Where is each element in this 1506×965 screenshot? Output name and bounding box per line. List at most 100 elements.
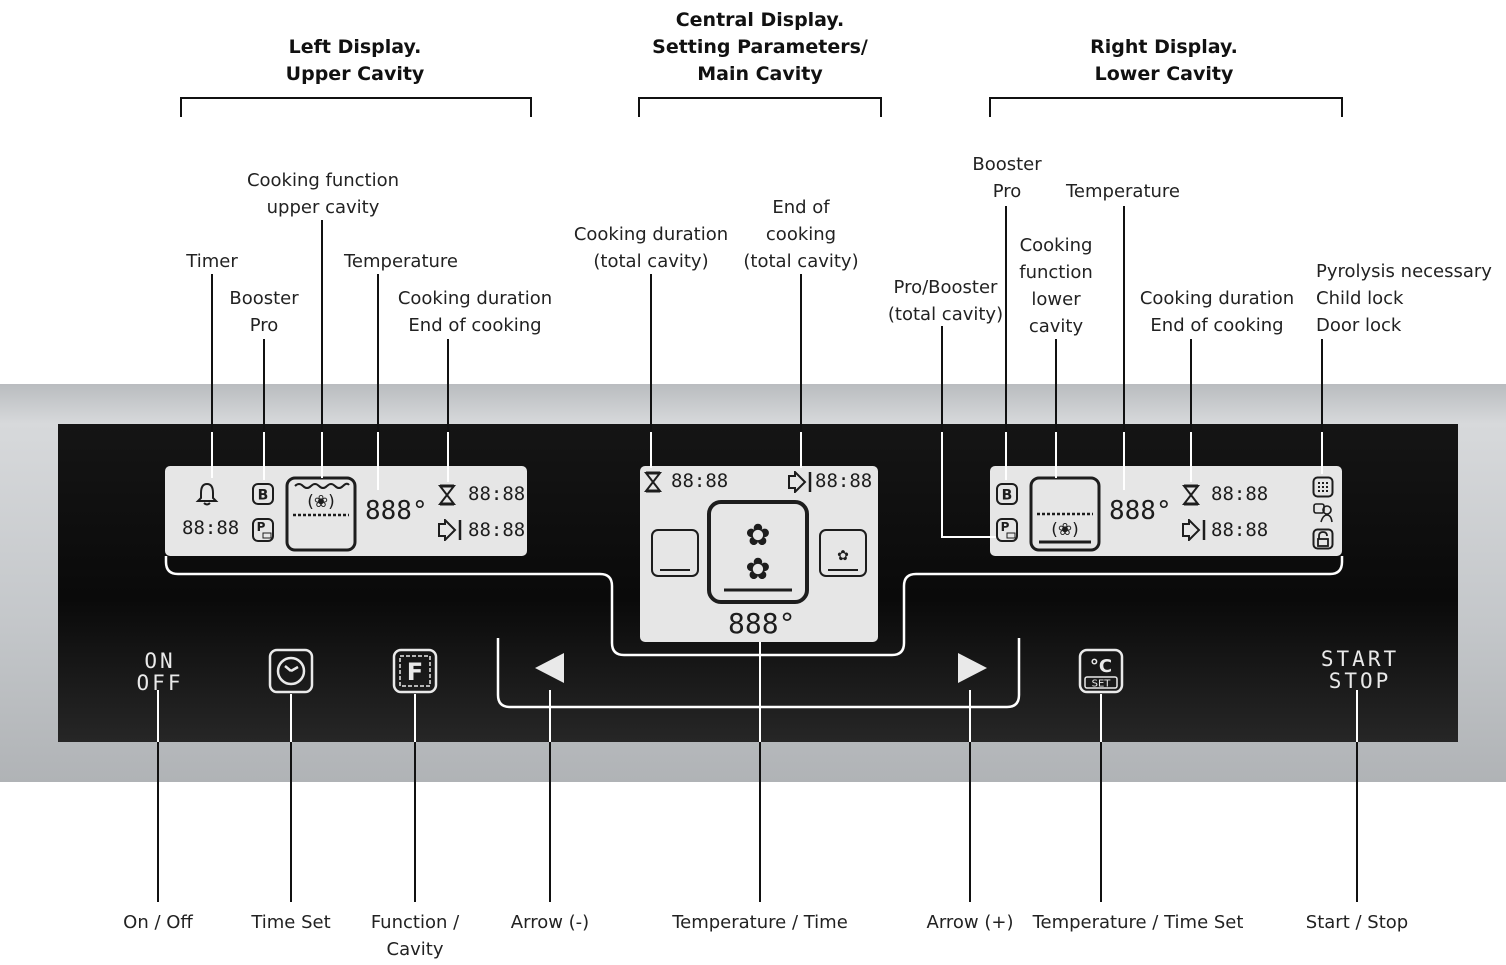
bottom-leaders [157,742,1358,902]
right-temperature-readout: 888° [1109,496,1172,526]
booster-letter-left: B [258,488,269,504]
central-display [640,466,878,642]
label-pro-right: Pro [992,181,1022,202]
svg-text:(❀): (❀) [1051,520,1079,540]
upper-cavity-mini-icon [650,528,700,582]
top-leaders [211,206,1323,432]
label-end-left: End of cooking [408,315,542,336]
header-left-line1: Left Display. [288,36,422,58]
label-arrow-minus: Arrow (-) [510,912,590,933]
arrow-right-icon [958,653,987,683]
header-central-line2: Setting Parameters/ [652,36,868,58]
header-central-line1: Central Display. [675,9,845,31]
label-booster-pro-left: Booster Pro [214,285,314,339]
label-function-cavity-line2: Cavity [386,939,444,960]
label-temperature-left: Temperature [343,251,459,272]
label-cooking-function-upper-line1: Cooking function [246,170,400,191]
svg-text:(❀): (❀) [307,492,335,512]
header-right-line1: Right Display. [1090,36,1238,58]
on-off-button[interactable]: ON OFF [128,650,192,694]
pro-letter-right: P [1001,520,1010,534]
time-set-button[interactable] [268,648,314,698]
label-cooking-function-lower: Cooking function lower cavity [1006,232,1106,340]
left-end-readout: 88:88 [468,519,526,541]
label-end-total-line2: cooking [765,224,837,245]
lower-cavity-mini-icon: ✿ [818,528,868,582]
pro-icon-right: P [995,517,1019,547]
temp-time-set-button[interactable]: °C SET [1078,648,1124,698]
label-duration-end-left: Cooking duration End of cooking [380,285,570,339]
end-of-cooking-icon-left [436,517,464,545]
header-central-line3: Main Cavity [697,63,823,85]
label-cooking-function-upper-line2: upper cavity [266,197,380,218]
arrow-plus-button[interactable] [954,650,990,690]
label-duration-total-line2: (total cavity) [593,251,709,272]
hourglass-icon-right [1181,484,1201,510]
label-pro-booster-total-line1: Pro/Booster [893,277,998,298]
label-duration-right: Cooking duration [1139,288,1295,309]
svg-text:✿: ✿ [745,518,770,553]
label-on-off: On / Off [123,912,193,933]
bracket-central [638,97,882,117]
label-temperature-right: Temperature [1065,181,1181,202]
header-right-display: Right Display. Lower Cavity [1064,34,1264,88]
label-end-total-line1: End of [772,197,830,218]
end-of-cooking-icon-right [1180,517,1208,545]
left-duration-readout: 88:88 [468,483,526,505]
left-display [165,466,527,556]
label-cooking-function-lower-line1: Cooking [1019,235,1093,256]
door-lock-icon [1312,528,1334,554]
label-cooking-function-lower-line3: lower [1031,289,1081,310]
label-pyrolysis: Pyrolysis necessary [1316,261,1492,282]
child-lock-icon [1312,502,1334,528]
function-icon: F [392,648,438,694]
label-arrow-plus: Arrow (+) [926,912,1014,933]
svg-text:✿: ✿ [745,552,770,587]
label-cooking-function-lower-line2: function [1019,262,1093,283]
label-door-lock: Door lock [1316,315,1402,336]
left-temperature-readout: 888° [365,496,428,526]
label-cooking-function-lower-line4: cavity [1028,316,1084,337]
booster-icon-right: B [995,482,1019,510]
main-cavity-function-icon: ✿✿ [706,499,810,609]
svg-text:✿: ✿ [837,548,849,564]
bottom-leaders-panel [157,642,1358,742]
pro-icon-left: P [251,517,275,547]
label-booster-pro-right: Booster Pro [957,151,1057,205]
hourglass-icon-central [643,471,663,497]
header-left-line2: Upper Cavity [285,63,425,85]
label-end-total: End of cooking (total cavity) [736,194,866,275]
celsius-label: °C [1090,656,1112,677]
label-pro-booster-total: Pro/Booster (total cavity) [883,274,1008,328]
on-off-button-off: OFF [136,671,184,695]
central-temperature-readout: 888° [728,607,796,640]
label-time-set: Time Set [251,912,331,933]
panel-outline-lines [164,556,1344,709]
label-cooking-function-upper: Cooking function upper cavity [223,167,423,221]
start-stop-button-stop: STOP [1328,669,1392,693]
bracket-right [989,97,1343,117]
pro-letter-left: P [257,520,266,534]
start-stop-button-start: START [1320,647,1400,671]
label-child-lock: Child lock [1316,288,1404,309]
label-end-right: End of cooking [1150,315,1284,336]
set-label: SET [1092,679,1112,690]
celsius-set-icon: °C SET [1078,648,1124,694]
label-function-cavity-line1: Function / [370,912,460,933]
label-start-stop: Start / Stop [1305,912,1409,933]
start-stop-button[interactable]: START STOP [1308,648,1412,692]
label-end-total-line3: (total cavity) [743,251,859,272]
function-cavity-button[interactable]: F [392,648,438,698]
label-booster-right: Booster [972,154,1042,175]
label-timer: Timer [186,251,238,272]
arrow-minus-button[interactable] [532,650,568,690]
right-duration-readout: 88:88 [1211,483,1269,505]
booster-letter-right: B [1002,488,1013,504]
arrow-left-icon [535,653,564,683]
header-left-display: Left Display. Upper Cavity [255,34,455,88]
central-duration-readout: 88:88 [671,470,729,492]
label-duration-total-line1: Cooking duration [573,224,729,245]
on-off-button-on: ON [144,649,176,673]
pyrolysis-icon [1312,476,1334,502]
